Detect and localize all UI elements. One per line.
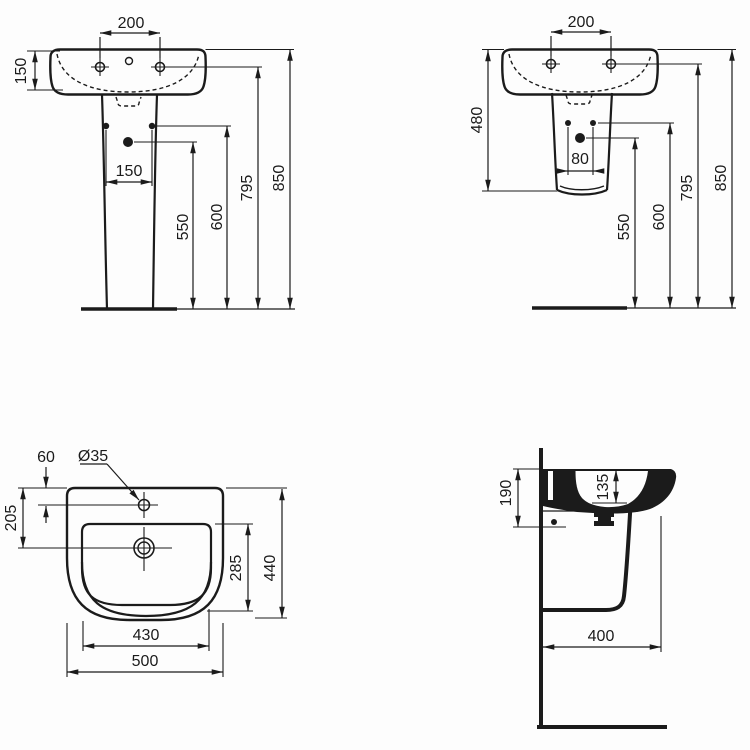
dim-tap-spacing-label: 200 <box>568 14 595 31</box>
dim-overall-width-label: 500 <box>132 653 159 670</box>
dimension-total-height: 850 <box>205 48 294 309</box>
shroud-profile <box>540 511 633 612</box>
tap-hole-section <box>548 471 553 500</box>
basin-outline <box>65 486 225 622</box>
fixing-hole-right <box>590 120 596 126</box>
dimension-tap-height: 795 <box>239 67 261 309</box>
dim-bolt-spacing-label: 150 <box>116 163 143 180</box>
fixing-hole <box>551 519 557 525</box>
dimension-bowl-inner-depth: 135 <box>592 470 627 504</box>
dimension-wall-to-front: 400 <box>543 516 662 652</box>
overflow-hole <box>124 56 134 66</box>
front-view-semi-pedestal: 200 480 80 550 600 <box>469 14 736 310</box>
dim-trap-height-label: 550 <box>175 214 192 241</box>
dimension-tap-height: 795 <box>679 64 701 308</box>
side-view: 190 135 400 <box>498 448 677 729</box>
dim-bowl-depth-label: 285 <box>228 555 245 582</box>
bowl-rim-edge <box>80 522 213 607</box>
dimension-fixing-depth: 190 <box>498 468 566 528</box>
dimension-bolt-height: 600 <box>157 125 231 309</box>
dimension-overall-width: 500 <box>66 623 224 677</box>
dimension-tap-spacing: 200 <box>550 14 612 56</box>
front-view-full-pedestal: 200 150 150 550 600 <box>13 15 295 311</box>
dim-wall-to-front-label: 400 <box>588 628 615 645</box>
fixing-hole-left <box>565 120 571 126</box>
dim-semi-pedestal-height-label: 480 <box>469 107 486 134</box>
dimension-overall-depth: 440 <box>226 487 287 619</box>
pedestal-recess-hidden-edge <box>565 94 593 105</box>
dimension-trap-height: 550 <box>586 137 639 308</box>
tap-hole-diameter-label: Ø35 <box>78 448 108 465</box>
dimension-bolt-spacing: 80 <box>556 127 605 175</box>
pedestal <box>100 94 159 310</box>
dimension-semi-pedestal-height: 480 <box>469 48 557 192</box>
bowl-cavity <box>575 471 648 508</box>
dim-tap-height-label: 795 <box>239 175 256 202</box>
trap-outlet-hole <box>123 137 133 147</box>
dim-overall-depth-label: 440 <box>262 555 279 582</box>
dimension-drain-offset: 205 <box>3 487 67 548</box>
trap-outlet-hole <box>575 133 585 143</box>
dim-bolt-height-label: 600 <box>209 204 226 231</box>
dimension-tap-spacing: 200 <box>99 15 161 58</box>
waste-outlet-section <box>594 513 614 526</box>
inner-bowl-hidden-edge <box>56 53 200 93</box>
plan-view: 60 Ø35 205 285 440 <box>3 448 287 677</box>
tap-hole <box>38 492 158 518</box>
dim-bowl-width-label: 430 <box>133 627 160 644</box>
dim-tap-height-label: 795 <box>679 175 696 202</box>
bowl-outer-slope-edge <box>80 561 213 618</box>
basin-section <box>543 469 677 526</box>
dim-rim-height-label: 150 <box>13 58 30 85</box>
dim-bowl-inner-depth-label: 135 <box>595 474 612 501</box>
dim-drain-offset-label: 205 <box>3 505 20 532</box>
basin-outline <box>49 48 207 96</box>
fixing-hole-left <box>102 122 110 130</box>
dimension-bowl-depth: 285 <box>207 523 253 612</box>
dimension-bowl-width: 430 <box>82 609 210 651</box>
dim-fixing-depth-label: 190 <box>498 480 515 507</box>
fixing-hole-right <box>148 122 156 130</box>
dim-bolt-height-label: 600 <box>651 204 668 231</box>
dimension-trap-height: 550 <box>134 141 197 309</box>
dim-trap-height-label: 550 <box>616 214 633 241</box>
basin-outline <box>501 48 659 96</box>
dim-tap-offset-label: 60 <box>37 449 55 466</box>
drain-hole <box>18 527 172 571</box>
dim-tap-spacing-label: 200 <box>118 15 145 32</box>
dimension-bolt-height: 600 <box>598 122 674 308</box>
dimension-total-height: 850 <box>657 48 736 308</box>
dimension-bolt-spacing: 150 <box>105 130 153 186</box>
semi-pedestal <box>550 92 614 196</box>
tap-hole-diameter-callout: Ø35 <box>78 448 140 501</box>
dim-total-height-label: 850 <box>271 165 288 192</box>
dimension-tap-offset: 60 <box>37 449 55 523</box>
dimension-rim-height: 150 <box>13 50 63 91</box>
dim-bolt-spacing-label: 80 <box>571 151 589 168</box>
inner-bowl-hidden-edge <box>508 53 652 93</box>
tap-hole-right <box>602 36 702 73</box>
pedestal-recess-hidden-edge <box>115 96 142 107</box>
dim-total-height-label: 850 <box>713 165 730 192</box>
